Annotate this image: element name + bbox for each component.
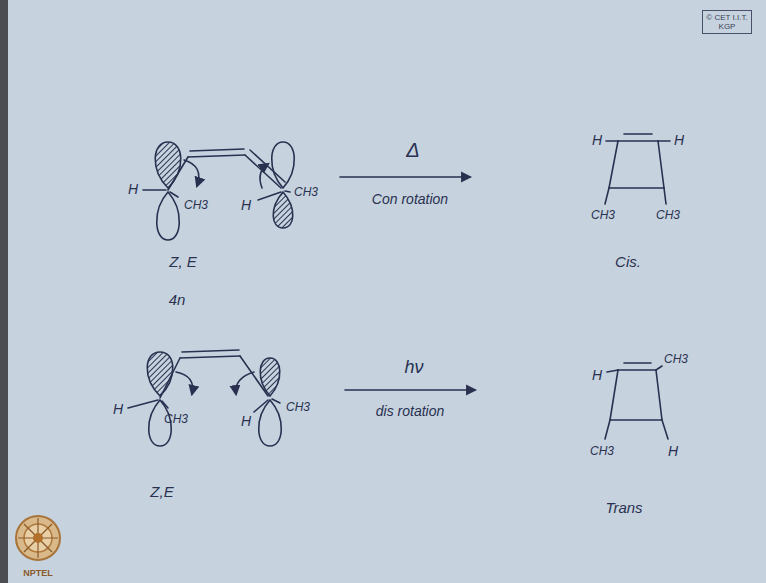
atom-label: H	[241, 414, 251, 429]
bond	[618, 369, 656, 371]
bond	[605, 188, 609, 204]
bond	[168, 157, 188, 190]
condition-label: Con rotation	[372, 192, 448, 207]
bond	[609, 187, 664, 189]
isomer-label: Z,E	[150, 484, 173, 501]
p-orbital-lobe	[259, 400, 282, 446]
group-label: CH3	[294, 186, 318, 199]
reaction-arrow	[340, 176, 470, 178]
rotation-arrow	[260, 164, 268, 188]
rotation-arrow	[184, 160, 199, 186]
bond	[609, 141, 618, 188]
group-label: CH3	[184, 199, 208, 212]
product-label: Cis.	[615, 254, 641, 271]
group-label: CH3	[664, 353, 688, 366]
bond	[143, 189, 166, 191]
stamp-text: © CET I.I.T. KGP	[706, 13, 748, 31]
bond	[180, 356, 240, 358]
group-label: CH3	[656, 209, 680, 222]
page-edge	[0, 0, 8, 583]
bond	[285, 191, 290, 192]
bond	[245, 155, 281, 188]
copyright-stamp: © CET I.I.T. KGP	[702, 10, 752, 34]
atom-label: H	[113, 402, 123, 417]
rotation-arrow	[176, 372, 193, 394]
atom-label: H	[668, 444, 678, 459]
electron-count: 4n	[169, 292, 186, 309]
bond	[162, 401, 168, 408]
bond	[656, 370, 662, 420]
bond	[160, 358, 180, 398]
logo-text: NPTEL	[23, 569, 53, 579]
bond	[254, 400, 268, 412]
p-orbital-lobe	[147, 352, 173, 396]
bond	[610, 419, 662, 421]
bond	[664, 188, 666, 204]
bond	[188, 155, 245, 157]
bond	[662, 420, 668, 439]
bond	[170, 192, 178, 197]
bond	[610, 370, 618, 420]
reaction-arrow	[345, 389, 475, 391]
bond	[258, 192, 281, 200]
bond	[190, 149, 244, 151]
p-orbital-lobe	[155, 142, 181, 188]
product-label: Trans	[605, 500, 642, 517]
p-orbital-lobe	[273, 192, 293, 228]
bond	[128, 400, 158, 408]
group-label: CH3	[286, 401, 310, 414]
bond	[272, 399, 280, 403]
condition-label: dis rotation	[376, 404, 444, 419]
bond	[624, 133, 652, 135]
bond	[607, 370, 618, 372]
bond	[182, 350, 239, 352]
bond	[606, 140, 618, 142]
bond	[624, 362, 651, 364]
condition-label: hν	[404, 358, 423, 378]
group-label: CH3	[590, 445, 614, 458]
group-label: CH3	[591, 209, 615, 222]
p-orbital-lobe	[157, 192, 180, 240]
atom-label: H	[592, 133, 602, 148]
bond	[658, 141, 664, 188]
group-label: CH3	[164, 413, 188, 426]
bond	[658, 140, 670, 142]
atom-label: H	[674, 133, 684, 148]
condition-label: Δ	[406, 139, 419, 161]
bond	[656, 366, 662, 370]
bond	[605, 420, 610, 439]
atom-label: H	[241, 198, 251, 213]
isomer-label: Z, E	[169, 254, 197, 271]
bond	[250, 150, 285, 182]
atom-label: H	[592, 368, 602, 383]
rotation-arrow	[236, 372, 254, 394]
atom-label: H	[128, 182, 138, 197]
bond	[618, 140, 658, 142]
nptel-logo	[16, 516, 60, 560]
